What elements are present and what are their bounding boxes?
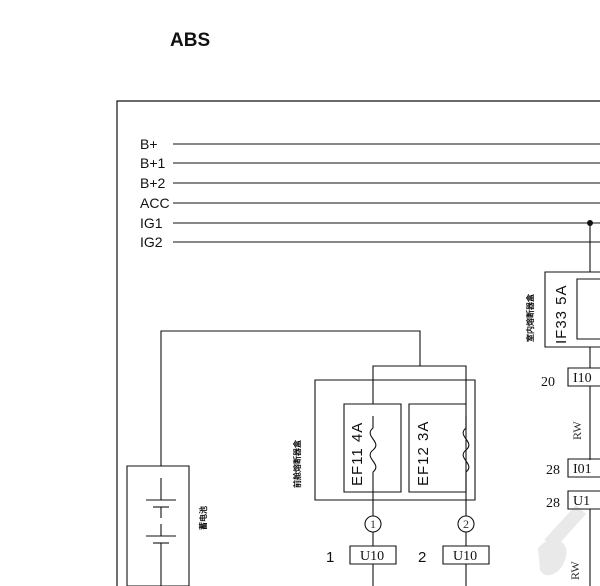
wire-color-label-rw-upper: RW xyxy=(570,421,584,440)
connector-code-u10-b: U10 xyxy=(453,549,477,564)
connector-pin-20: 20 xyxy=(541,375,555,390)
rail-label-b-plus: B+ xyxy=(140,136,158,152)
engine-fuse-box-label: 前舱熔断器盒 xyxy=(292,439,302,488)
connector-code-u1: U1 xyxy=(573,494,590,509)
battery-symbol xyxy=(146,478,176,586)
fuse-if33-label: IF33 5A xyxy=(553,284,570,344)
fuse-ef11-label: EF11 4A xyxy=(349,422,366,486)
rail-label-b-plus-2: B+2 xyxy=(140,175,166,191)
fuse-pin-number-1: 1 xyxy=(370,517,376,531)
fuse-bus-bar xyxy=(373,366,466,404)
connector-i10 xyxy=(568,368,600,386)
power-rails xyxy=(173,144,600,242)
fuse-pin-number-2: 2 xyxy=(463,517,469,531)
rail-label-ig2: IG2 xyxy=(140,234,163,250)
connector-pin-28-upper: 28 xyxy=(546,463,560,478)
connector-u1 xyxy=(568,491,600,509)
wire-color-label-rw-lower: RW xyxy=(568,561,582,580)
connector-pin-2: 2 xyxy=(418,549,426,566)
fuse-ef11-element xyxy=(370,416,376,482)
cabin-fuse-box-label: 室内熔断器盒 xyxy=(525,293,535,342)
connector-i01 xyxy=(568,459,600,477)
cabin-fuse-box xyxy=(545,272,600,347)
battery-feed-wire xyxy=(161,331,420,466)
connector-code-u10-a: U10 xyxy=(360,549,384,564)
connector-code-i01: I01 xyxy=(573,462,592,477)
connector-pin-1: 1 xyxy=(326,549,334,566)
battery-label: 蓄电池 xyxy=(198,506,208,530)
connector-code-i10: I10 xyxy=(573,371,592,386)
fuse-ef12-body xyxy=(409,404,466,492)
rail-label-b-plus-1: B+1 xyxy=(140,155,166,171)
connector-pin-28-lower: 28 xyxy=(546,496,560,511)
rail-label-acc: ACC xyxy=(140,195,170,211)
fuse-if33-body xyxy=(577,279,600,339)
fuse-ef12-label: EF12 3A xyxy=(415,421,432,486)
battery-box xyxy=(127,466,189,586)
diagram-frame xyxy=(117,101,600,586)
rail-label-ig1: IG1 xyxy=(140,215,163,231)
engine-fuse-box xyxy=(315,380,475,500)
watermark xyxy=(538,505,586,576)
fuse-ef12-element xyxy=(463,416,469,482)
page-title: ABS xyxy=(170,30,210,51)
